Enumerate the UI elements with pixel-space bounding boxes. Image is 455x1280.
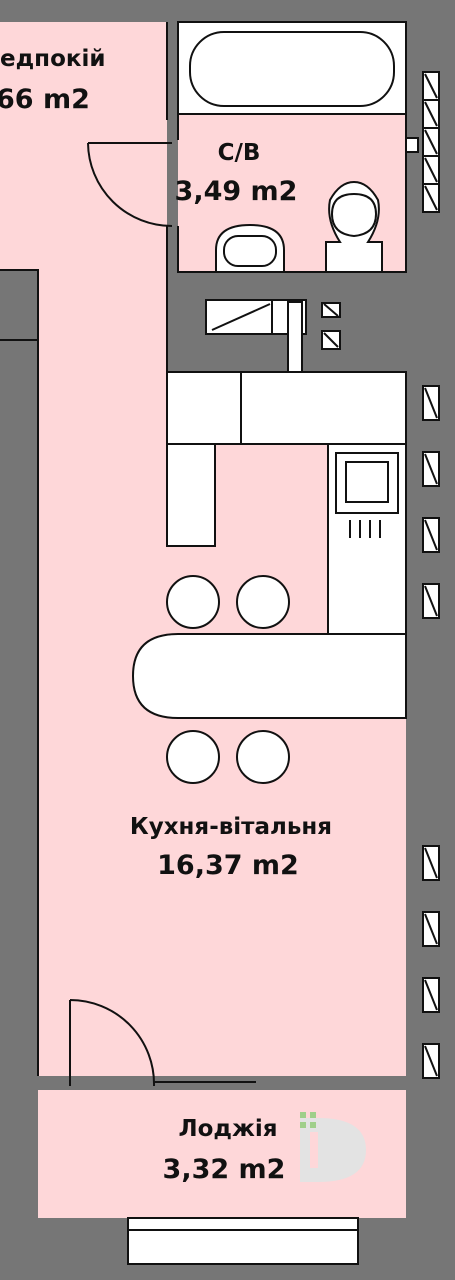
stool-icon [166,730,220,784]
window-diagonal [424,519,438,551]
window-diagonal [424,979,438,1011]
window-diagonal [424,101,438,127]
hallway-area: 66 m2 [0,84,90,115]
stove-grill [349,520,381,538]
bathroom-name: С/В [218,140,261,166]
toilet-seat [330,192,378,238]
window-diagonal [424,585,438,617]
upper-cabinet-left [166,371,242,445]
bathroom-area: 3,49 m2 [175,176,298,207]
door-swing-icon [69,999,156,1087]
loggia-area: 3,32 m2 [163,1154,286,1185]
watermark-logo-icon [300,1112,366,1182]
upper-cabinet-right [240,371,407,445]
stool-icon [236,730,290,784]
stool-icon [166,575,220,629]
faucet-icon [405,137,419,153]
loggia-name: Лоджія [178,1116,277,1142]
window-diagonal [424,129,438,155]
kitchen-living-name: Кухня-вітальня [130,814,332,840]
small-vent-1-diag [323,303,339,317]
small-vent-2-diag [323,332,339,348]
left-wall [0,340,38,1280]
stove-window [345,461,389,503]
partition-wall [0,270,38,340]
window-diagonal [424,185,438,211]
hallway-name: едпокій [0,46,105,72]
bar-counter-icon [131,633,407,719]
bathtub-basin [189,31,395,107]
bath-partition-wall [167,22,178,272]
stool-icon [236,575,290,629]
window-diagonal [424,847,438,879]
tall-cabinet [166,443,216,547]
window-diagonal [424,387,438,419]
window-diagonal [424,157,438,183]
window-icon [127,1217,359,1265]
top-wall [0,0,406,22]
kitchen-living-area: 16,37 m2 [157,850,299,881]
right-window-markers [422,71,440,1079]
door-swing-icon [87,142,173,227]
vent-pipe-icon [287,301,303,373]
window-diagonal [424,73,438,99]
window-diagonal [424,913,438,945]
vent-diagonal [211,303,271,331]
hallway-outline [0,269,39,1076]
hallway-floor [0,22,167,270]
window-diagonal [424,1045,438,1077]
window-diagonal [424,453,438,485]
sink-basin [223,235,277,267]
